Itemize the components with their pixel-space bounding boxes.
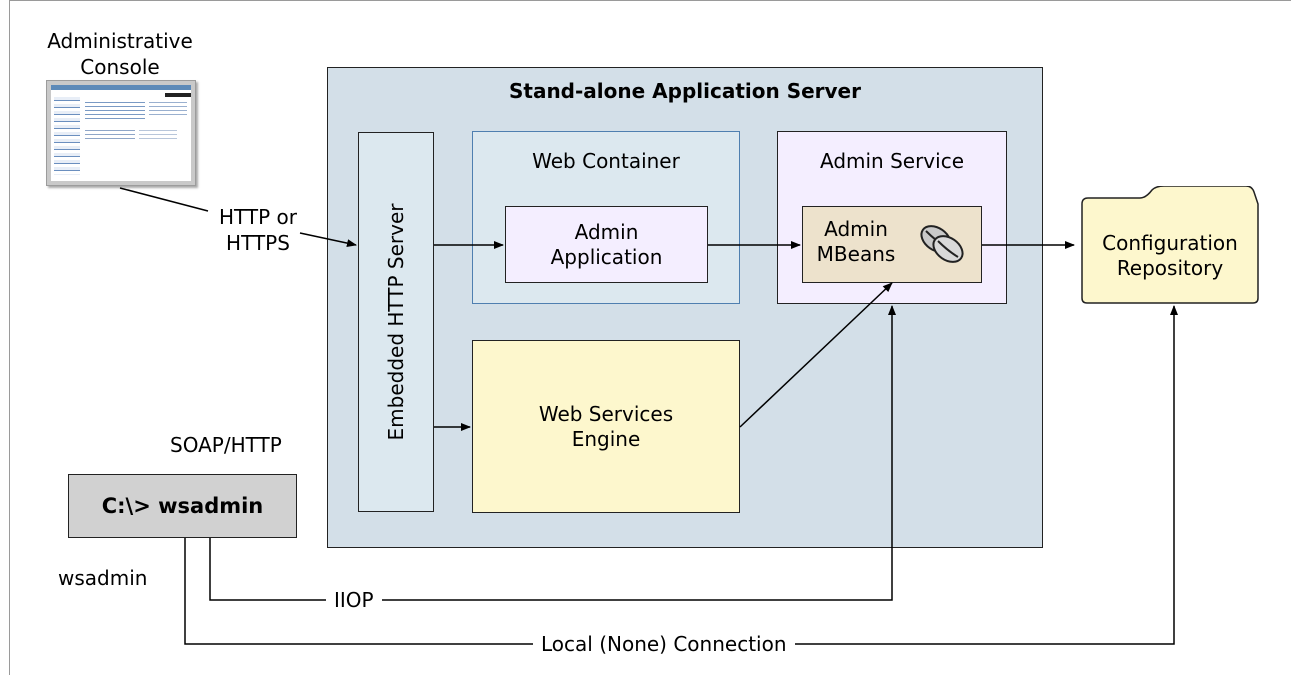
console-title-line1: Administrative: [47, 29, 193, 53]
embedded-http-server-box: Embedded HTTP Server: [358, 132, 434, 512]
web-services-to-mbeans-arrow: [739, 282, 893, 428]
server-title: Stand-alone Application Server: [508, 79, 861, 103]
web-services-line2: Engine: [571, 426, 641, 451]
repository-line1: Configuration: [1102, 231, 1238, 255]
soap-http-label: SOAP/HTTP: [170, 433, 282, 457]
console-to-http-line: [119, 187, 209, 212]
console-screenshot-thumbnail: [46, 80, 196, 186]
wsadmin-prompt: C:\> wsadmin: [101, 493, 264, 518]
console-side-panel: [149, 99, 187, 115]
admin-mbeans-box: Admin MBeans: [802, 206, 982, 283]
console-titlebar: [51, 85, 191, 90]
console-screen: [51, 85, 191, 181]
frame-top-border: [9, 0, 1291, 1]
iiop-connection-line: [209, 305, 896, 601]
console-title: Administrative Console: [20, 28, 220, 80]
repository-line2: Repository: [1116, 256, 1224, 280]
web-services-line1: Web Services: [538, 401, 674, 426]
configuration-repository-label: Configuration Repository: [1082, 218, 1258, 294]
admin-mbeans-line1: Admin: [824, 217, 888, 241]
configuration-repository-folder-icon: [1081, 186, 1259, 304]
web-container-title: Web Container: [532, 149, 680, 173]
frame-left-border: [9, 0, 10, 675]
wsadmin-command-box: C:\> wsadmin: [68, 474, 297, 538]
console-content-block-2: [85, 127, 135, 141]
iiop-label: IIOP: [326, 588, 382, 612]
http-label-line2: HTTPS: [226, 231, 290, 255]
admin-mbeans-line2: MBeans: [816, 242, 896, 266]
console-logo-bar: [165, 93, 191, 97]
wsadmin-label: wsadmin: [58, 566, 148, 590]
local-connection-label: Local (None) Connection: [533, 632, 795, 656]
admin-mbeans-label: Admin MBeans: [811, 217, 901, 267]
http-label-line1: HTTP or: [219, 205, 297, 229]
console-content-block: [85, 99, 145, 121]
http-protocol-label: HTTP or HTTPS: [198, 204, 318, 256]
console-title-line2: Console: [80, 55, 160, 79]
coffee-beans-icon: [920, 225, 964, 263]
admin-application-line1: Admin: [574, 219, 639, 244]
console-content-block-3: [139, 127, 177, 139]
web-services-engine-box: Web Services Engine: [472, 340, 740, 513]
admin-application-line2: Application: [550, 244, 663, 269]
https-arrow: [299, 232, 357, 248]
console-nav-tree: [54, 97, 80, 175]
admin-service-title: Admin Service: [819, 149, 964, 173]
admin-application-box: Admin Application: [505, 206, 708, 283]
